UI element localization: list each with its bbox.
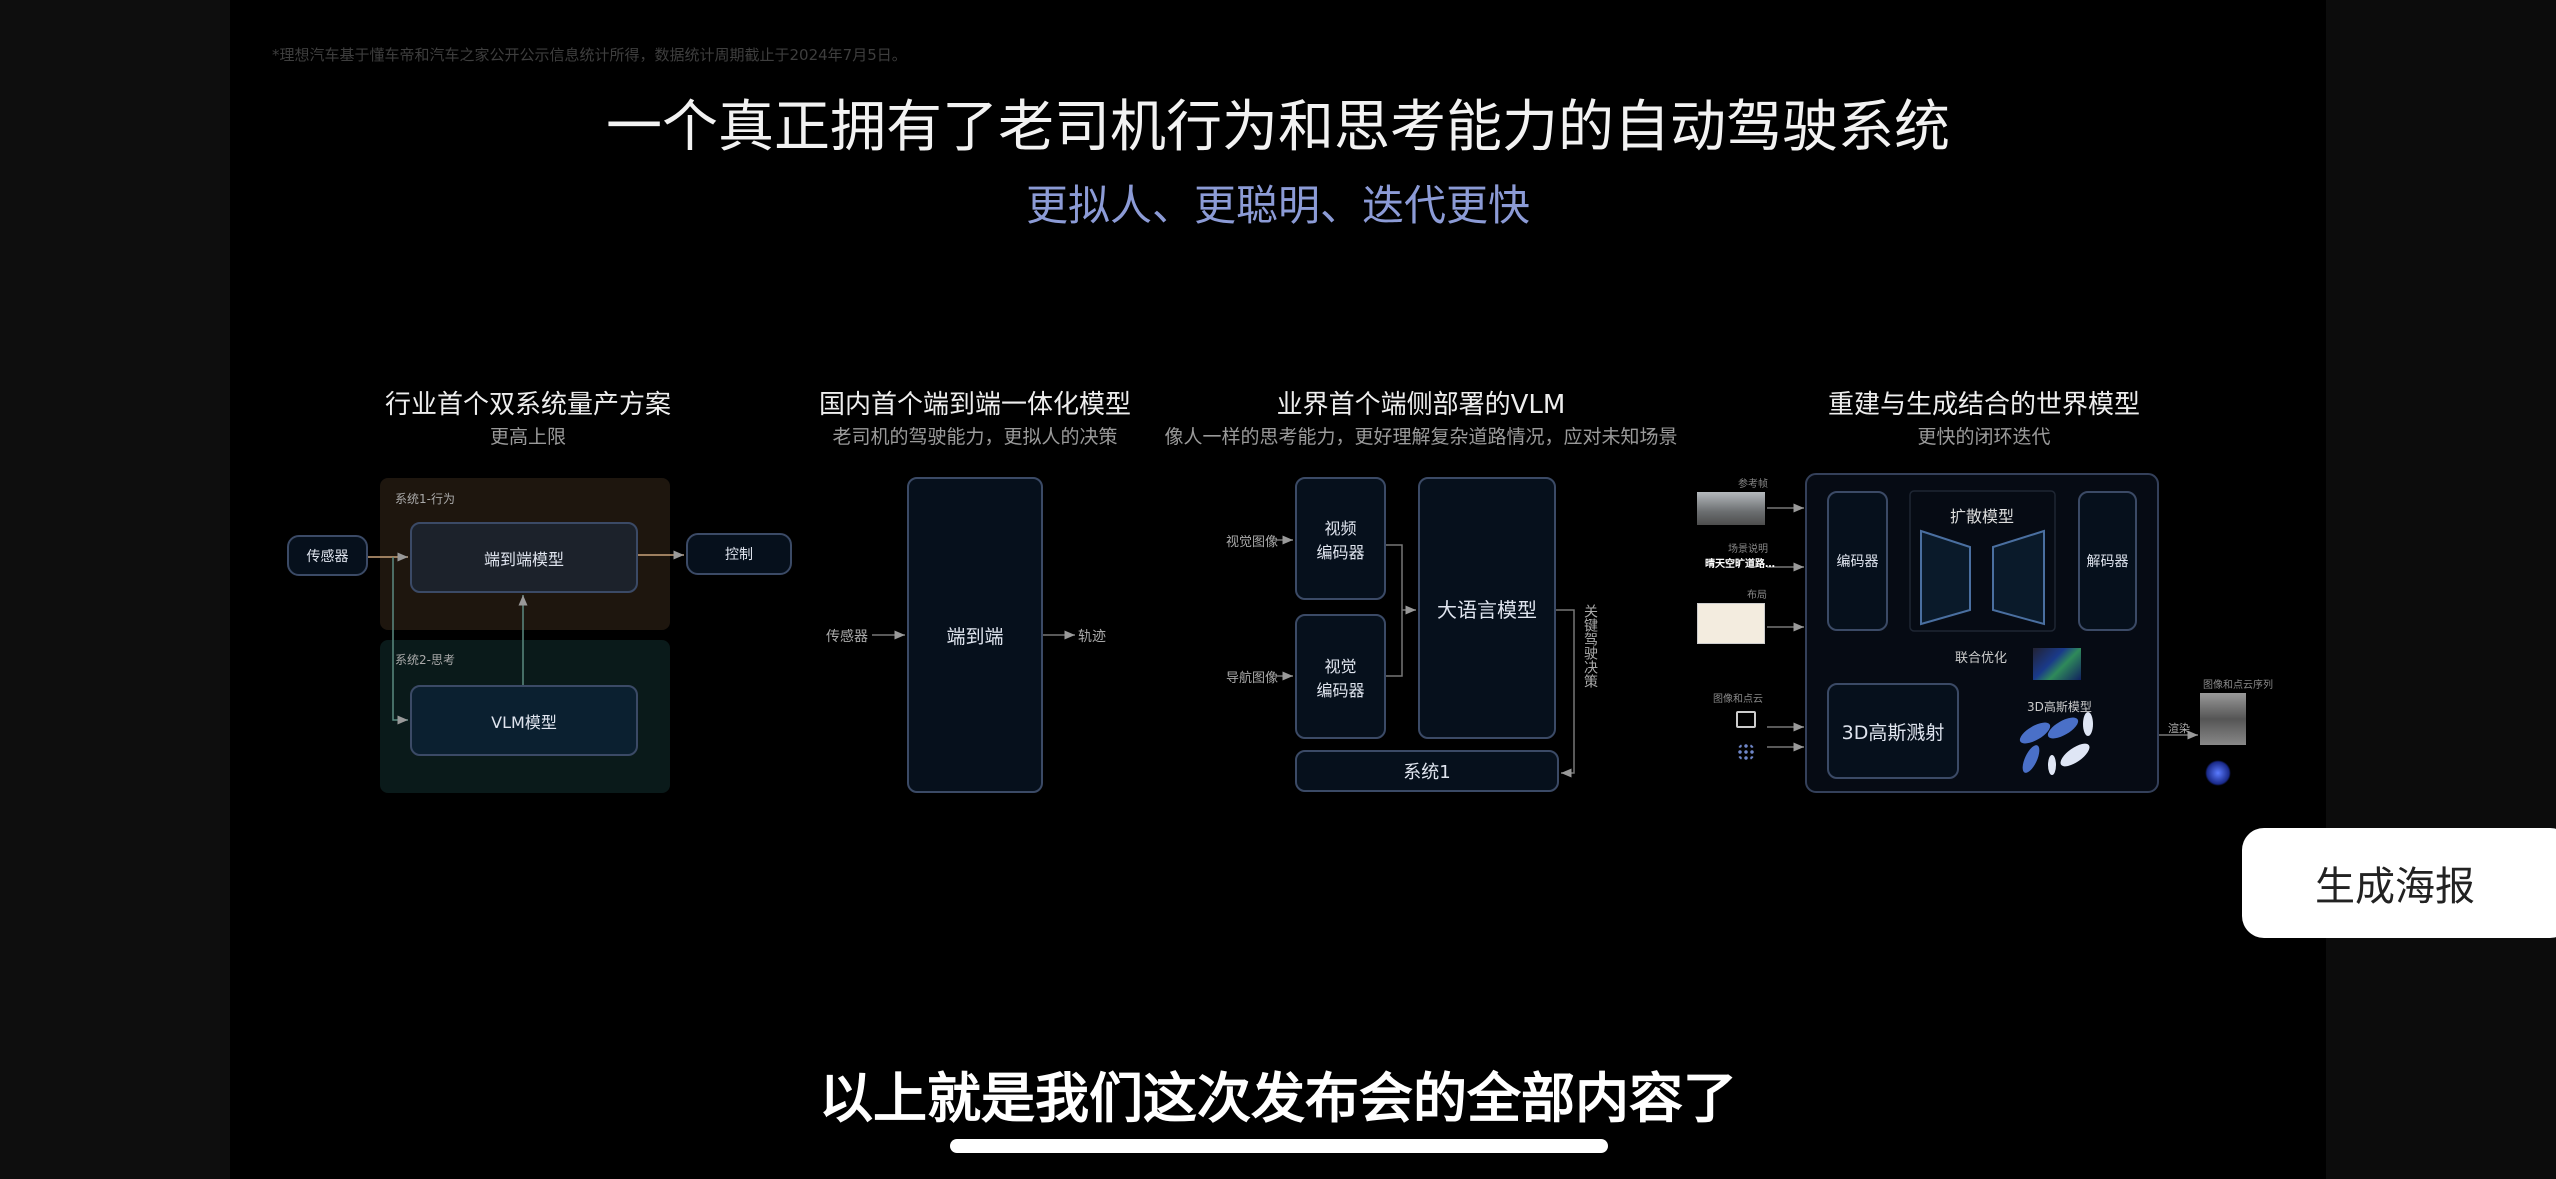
gs-model-label: 3D高斯模型: [2027, 700, 2092, 714]
encoder-node: 编码器: [1827, 491, 1888, 631]
e2e-model-node: 端到端模型: [410, 522, 638, 593]
nav-image-label: 导航图像: [1226, 671, 1279, 686]
point-cloud-icon: [1737, 743, 1755, 761]
llm-node: 大语言模型: [1418, 477, 1556, 739]
diffusion-label: 扩散模型: [1949, 507, 2015, 526]
gaussian-ellipses-icon: [2019, 712, 2093, 775]
image-icon: [1736, 711, 1756, 728]
joint-opt-label: 联合优化: [1955, 651, 2008, 666]
generate-poster-button[interactable]: 生成海报: [2242, 828, 2556, 938]
system1-label: 系统1-行为: [395, 492, 455, 506]
section2-subtitle: 老司机的驾驶能力，更拟人的决策: [832, 426, 1118, 448]
decoder-node: 解码器: [2078, 491, 2137, 631]
depth-map-image: [2033, 648, 2081, 680]
visual-encoder-node: 视觉 编码器: [1295, 614, 1386, 739]
footnote: *理想汽车基于懂车帝和汽车之家公开公示信息统计所得，数据统计周期截止于2024年…: [272, 46, 907, 64]
sensor-label: 传感器: [826, 629, 868, 645]
right-side-panel: [2326, 0, 2556, 1179]
ref-frame-image: [1697, 492, 1765, 525]
slide-subtitle: 更拟人、更聪明、迭代更快: [1025, 181, 1531, 230]
key-decision-label: 关键驾驶决策: [1582, 604, 1598, 688]
home-indicator[interactable]: [950, 1139, 1608, 1153]
render-label: 渲染: [2168, 722, 2190, 735]
img-pointcloud-label: 图像和点云: [1713, 694, 1763, 705]
section1-subtitle: 更高上限: [489, 426, 567, 448]
output-pointcloud-image: [2205, 760, 2231, 786]
sensor-node: 传感器: [287, 535, 368, 576]
ref-frame-label: 参考帧: [1738, 479, 1768, 490]
section3-title: 业界首个端侧部署的VLM: [1276, 390, 1566, 420]
video-encoder-node: 视频 编码器: [1295, 477, 1386, 600]
slide-title: 一个真正拥有了老司机行为和思考能力的自动驾驶系统: [606, 95, 1950, 160]
e2e-node: 端到端: [907, 477, 1043, 793]
scene-desc-label: 场景说明: [1728, 544, 1768, 555]
output-image-sequence: [2200, 693, 2246, 745]
visual-image-label: 视觉图像: [1226, 535, 1279, 550]
vlm-model-node: VLM模型: [410, 685, 638, 756]
scene-desc-text: 晴天空旷道路…: [1705, 559, 1775, 570]
output-seq-label: 图像和点云序列: [2203, 680, 2273, 691]
section4-title: 重建与生成结合的世界模型: [1827, 390, 2141, 420]
layout-label: 布局: [1747, 590, 1767, 601]
control-node: 控制: [686, 533, 792, 575]
gaussian-splatting-node: 3D高斯溅射: [1827, 683, 1959, 779]
section2-title: 国内首个端到端一体化模型: [818, 390, 1132, 420]
system2-label: 系统2-思考: [395, 653, 455, 667]
video-caption: 以上就是我们这次发布会的全部内容了: [819, 1067, 1737, 1130]
layout-image: [1697, 603, 1765, 644]
trajectory-label: 轨迹: [1078, 629, 1106, 645]
section3-subtitle: 像人一样的思考能力，更好理解复杂道路情况，应对未知场景: [1164, 426, 1678, 448]
section1-title: 行业首个双系统量产方案: [384, 390, 672, 420]
section4-subtitle: 更快的闭环迭代: [1917, 426, 2051, 448]
system1-node: 系统1: [1295, 750, 1559, 792]
